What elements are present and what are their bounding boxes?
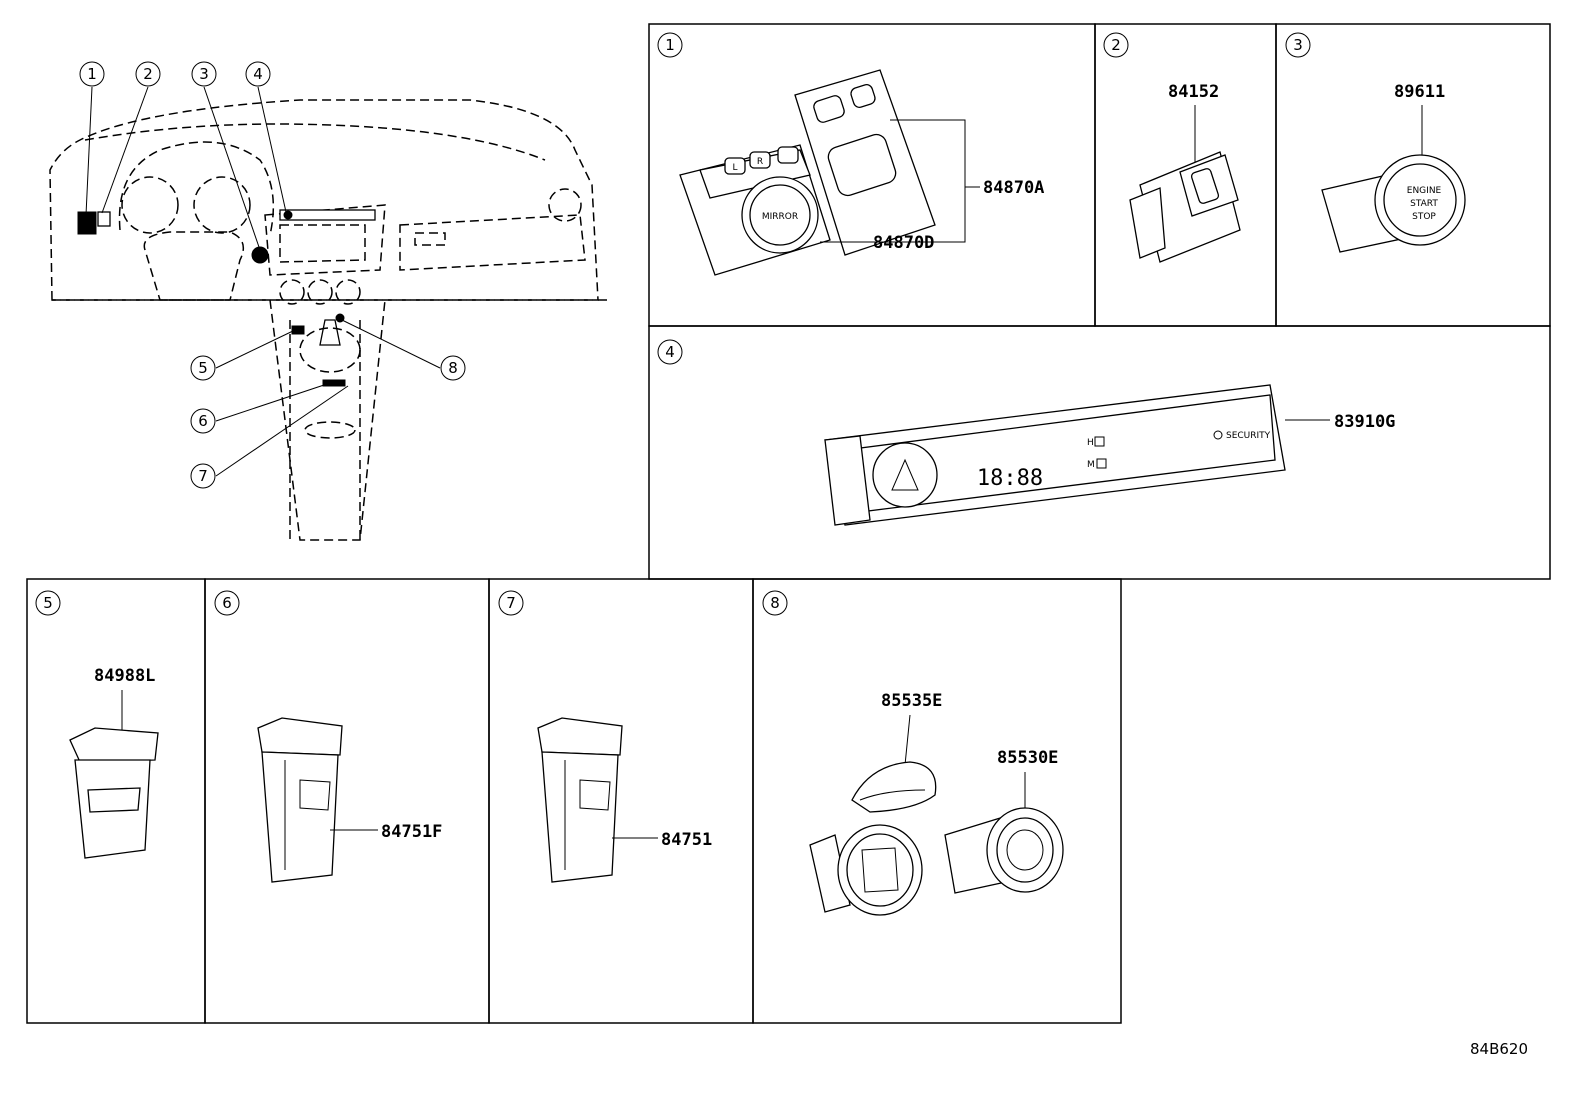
socket-85535E xyxy=(809,824,923,916)
part-number-83910G: 83910G xyxy=(1334,412,1395,432)
svg-text:5: 5 xyxy=(198,359,208,377)
part-number-84152: 84152 xyxy=(1168,82,1219,102)
svg-text:3: 3 xyxy=(199,65,209,83)
part-number-84870D: 84870D xyxy=(873,233,934,253)
overview-callout-3: 3 xyxy=(191,61,217,87)
svg-text:START: START xyxy=(1410,199,1438,209)
socket-85530E xyxy=(944,807,1064,894)
mirror-switch-bezel xyxy=(794,69,936,256)
svg-text:ENGINE: ENGINE xyxy=(1407,186,1442,196)
switch-84751F xyxy=(257,717,343,883)
panel-5-number: 5 xyxy=(43,594,53,612)
security-label: SECURITY xyxy=(1226,431,1271,441)
panel-2: 2 84152 xyxy=(1094,23,1277,327)
svg-text:7: 7 xyxy=(198,467,208,485)
overview-callout-1: 1 xyxy=(79,61,105,87)
overview-callout-7: 7 xyxy=(190,463,216,489)
mirror-switch: L R MIRROR xyxy=(679,144,831,276)
clock-display: 18:88 xyxy=(977,466,1043,491)
figure-code: 84B620 xyxy=(1470,1040,1528,1058)
panel-6-number: 6 xyxy=(222,594,232,612)
mirror-label: MIRROR xyxy=(762,212,798,222)
panel-7-number: 7 xyxy=(506,594,516,612)
panel-1: 1 L R MIRROR 84870A 84870D xyxy=(648,23,1096,327)
panel-7: 7 84751 xyxy=(488,578,754,1024)
svg-text:M: M xyxy=(1087,460,1095,470)
svg-text:L: L xyxy=(732,163,737,173)
panel-2-number: 2 xyxy=(1111,36,1121,54)
svg-text:8: 8 xyxy=(448,359,458,377)
panel-3: 3 89611 ENGINE START STOP xyxy=(1275,23,1551,327)
overview-callout-4: 4 xyxy=(245,61,271,87)
part-number-84988L: 84988L xyxy=(94,666,155,686)
svg-text:6: 6 xyxy=(198,412,208,430)
part-number-89611: 89611 xyxy=(1394,82,1445,102)
panel-8-number: 8 xyxy=(770,594,780,612)
part-number-84751: 84751 xyxy=(661,830,712,850)
svg-text:R: R xyxy=(757,157,763,167)
engine-start-button: ENGINE START STOP xyxy=(1321,154,1466,253)
part-number-85535E: 85535E xyxy=(881,691,942,711)
panel-3-number: 3 xyxy=(1293,36,1303,54)
switch-84751 xyxy=(537,717,623,883)
overview-callout-6: 6 xyxy=(190,408,216,434)
panel-6: 6 84751F xyxy=(204,578,490,1024)
switch-84988L xyxy=(69,727,159,859)
svg-text:1: 1 xyxy=(87,65,97,83)
switch-84152 xyxy=(1129,151,1241,263)
svg-text:4: 4 xyxy=(253,65,263,83)
clock-hazard-unit: 18:88 H M SECURITY xyxy=(824,384,1286,526)
part-number-85530E: 85530E xyxy=(997,748,1058,768)
panel-4: 4 18:88 H M SECURITY 83910G xyxy=(648,325,1551,580)
svg-text:STOP: STOP xyxy=(1412,212,1436,222)
overview-callout-2: 2 xyxy=(135,61,161,87)
overview-callout-8: 8 xyxy=(440,355,466,381)
panel-1-number: 1 xyxy=(665,36,675,54)
overview-callout-5: 5 xyxy=(190,355,216,381)
svg-text:2: 2 xyxy=(143,65,153,83)
socket-cap-85535E xyxy=(851,761,937,813)
part-number-84870A: 84870A xyxy=(983,178,1044,198)
panel-8: 8 85535E 85530E xyxy=(752,578,1122,1024)
part-number-84751F: 84751F xyxy=(381,822,442,842)
panel-4-number: 4 xyxy=(665,343,675,361)
dashboard-overview: 1 2 3 4 5 6 7 8 xyxy=(49,61,610,541)
svg-text:H: H xyxy=(1087,438,1094,448)
panel-5: 5 84988L xyxy=(26,578,206,1024)
